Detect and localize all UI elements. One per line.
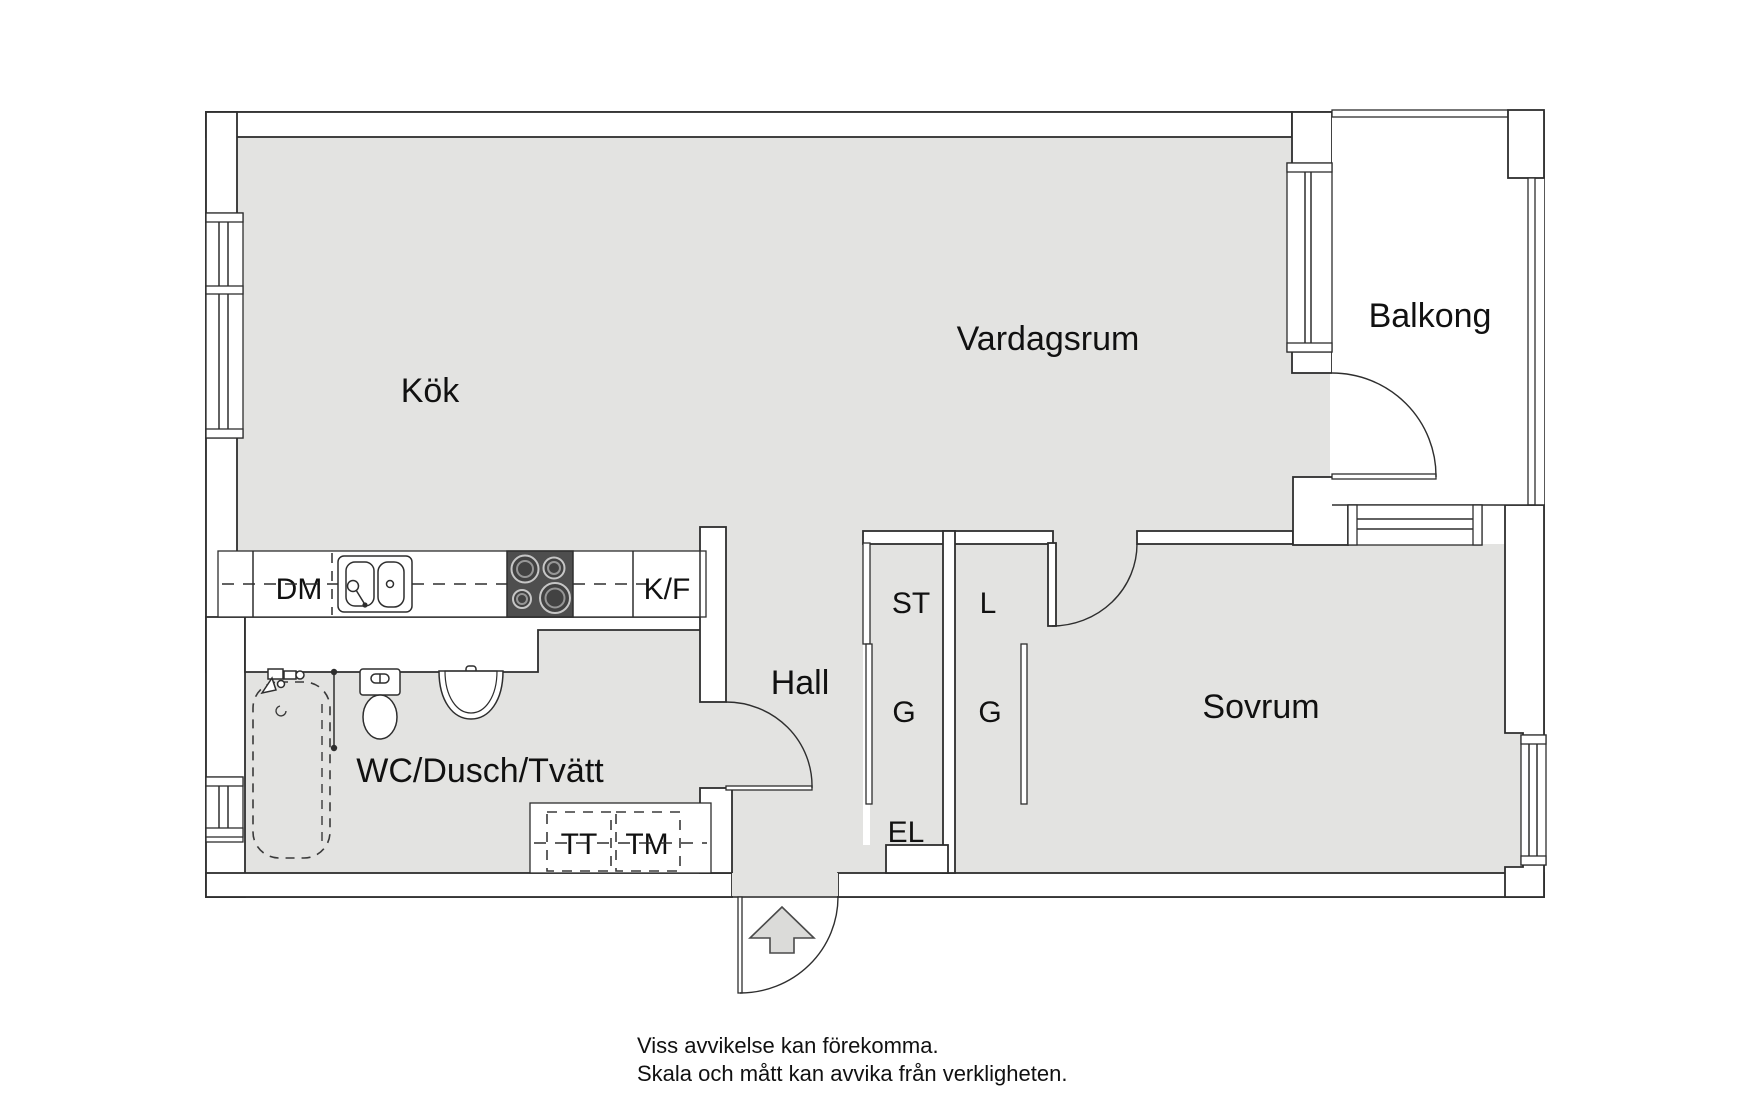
floor-bedroom-bay — [1505, 733, 1523, 867]
bedroom-door-swing — [1051, 543, 1138, 627]
fridge-freezer-label: K/F — [644, 573, 691, 606]
washer-label: TM — [625, 828, 668, 861]
floor-entrance-recess — [732, 873, 838, 896]
closet-sliding-doors — [865, 643, 1028, 805]
closet-label-st: ST — [892, 587, 930, 620]
balcony-door-swing — [1331, 372, 1437, 478]
floor-bedroom — [1048, 544, 1505, 873]
tub-drain — [275, 705, 287, 717]
bathroom-door-leaf — [725, 785, 813, 791]
wall-closet-middle — [942, 530, 956, 874]
wall-closet-st-left — [862, 542, 871, 645]
washbasin — [438, 665, 504, 720]
closet-label-g1: G — [892, 696, 915, 729]
floor-hall — [726, 531, 863, 873]
closet-label-l: L — [980, 587, 997, 620]
dishwasher-label: DM — [276, 573, 323, 606]
window-kitchen-left — [205, 212, 244, 439]
balcony-structure — [1331, 109, 1545, 506]
bathtub — [252, 681, 331, 859]
wall-bottom-left — [205, 872, 733, 898]
wall-bottom-right — [837, 872, 1545, 898]
room-label-hall: Hall — [771, 664, 830, 702]
wall-closet-top-left — [862, 530, 1054, 545]
window-living-balcony — [1286, 162, 1333, 353]
entrance-door — [737, 896, 839, 994]
disclaimer-line-1: Viss avvikelse kan förekomma. — [637, 1033, 939, 1058]
laundry-box — [529, 802, 712, 874]
balcony-right-rail — [1527, 177, 1536, 506]
wall-left-lower — [205, 616, 246, 898]
room-label-living: Vardagsrum — [957, 320, 1140, 358]
dryer-label: TT — [561, 828, 598, 861]
floor-closet-st — [870, 544, 943, 845]
bedroom-door — [1051, 543, 1138, 627]
bathroom-door-swing — [725, 701, 813, 789]
closet-label-el: EL — [888, 816, 925, 849]
disclaimer: Viss avvikelse kan förekomma. Skala och … — [637, 1033, 1067, 1086]
floor-closet-strip — [863, 845, 886, 873]
entrance-arrow-icon — [748, 905, 816, 954]
kitchen-counter: DM K/F — [217, 550, 707, 618]
balcony-top-rail — [1331, 109, 1509, 118]
balcony-door-leaf — [1331, 473, 1437, 480]
stove — [506, 550, 574, 618]
dryer — [546, 811, 612, 872]
window-bedroom-balcony — [1347, 504, 1483, 546]
bathroom-door — [725, 701, 813, 791]
disclaimer-line-2: Skala och mått kan avvika från verklighe… — [637, 1061, 1067, 1086]
floor-kitchen-living — [237, 137, 1292, 551]
closet-sliding-door-st — [865, 643, 873, 805]
room-label-balcony: Balkong — [1369, 297, 1492, 335]
entrance-door-swing — [739, 896, 839, 994]
laundry-units: TT TM — [529, 802, 712, 874]
window-bathroom-left — [205, 776, 244, 843]
room-label-kitchen: Kök — [401, 372, 461, 410]
sink-faucet — [346, 579, 360, 593]
closet-label-g2: G — [978, 696, 1001, 729]
balcony-corner-pillar — [1507, 109, 1545, 179]
entrance-door-leaf — [737, 896, 743, 994]
kitchen-sink — [337, 555, 413, 613]
wall-bedroom-door-jamb — [1047, 542, 1057, 627]
window-bedroom-right — [1520, 734, 1547, 866]
room-label-bathroom: WC/Dusch/Tvätt — [356, 752, 604, 790]
wall-bedroom-top — [1136, 530, 1294, 545]
floor-closet-l — [955, 544, 1050, 873]
shower-rail — [330, 668, 338, 752]
room-labels: Kök Vardagsrum Balkong Hall WC/Dusch/Tvä… — [356, 297, 1491, 849]
bath-mixer — [260, 668, 305, 695]
floor-balcony-doorway — [1292, 373, 1330, 477]
washing-machine — [615, 811, 681, 872]
wall-el-block — [885, 844, 949, 874]
wall-top — [205, 111, 1293, 138]
toilet — [359, 668, 401, 740]
closet-sliding-door-l — [1020, 643, 1028, 805]
room-label-bedroom: Sovrum — [1202, 688, 1319, 726]
fridge-freezer: K/F — [632, 551, 701, 617]
